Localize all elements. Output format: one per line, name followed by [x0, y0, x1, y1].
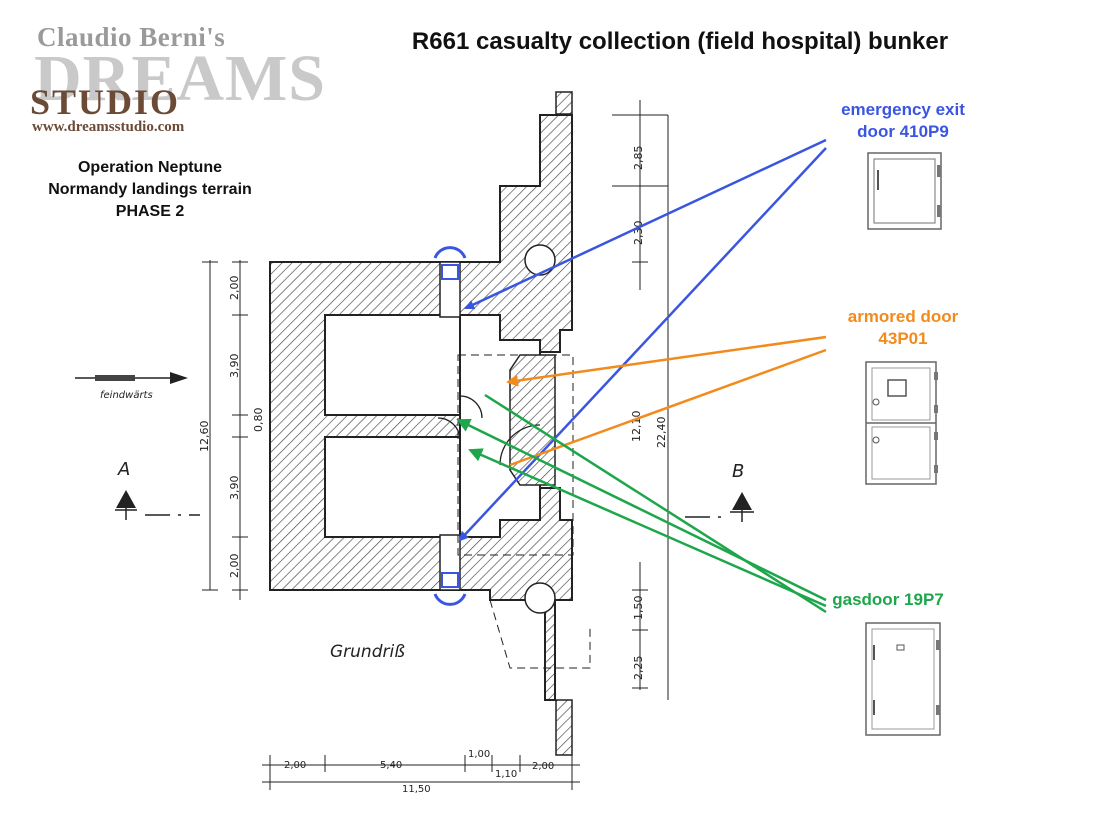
section-marker-b: B: [685, 461, 754, 522]
callout-armored-door-line-1: armored door: [847, 307, 959, 326]
logo-brand-bottom: STUDIO: [30, 82, 181, 122]
bunker-walls: [269, 91, 591, 756]
section-label-b: B: [732, 461, 744, 482]
dim-right-total-1: 12,10: [630, 411, 643, 443]
info-block: Operation Neptune Normandy landings terr…: [0, 157, 300, 223]
dimension-lines-left: [202, 260, 248, 600]
callout-armored-door: armored door 43P01: [818, 306, 988, 350]
gasdoor-icon: [865, 622, 941, 736]
armored-door-icon: [865, 361, 938, 485]
callout-emergency-exit-line-1: emergency exit: [841, 100, 965, 119]
callout-emergency-exit-line-2: door 410P9: [857, 122, 949, 141]
dim-right-4: 2,25: [632, 656, 645, 681]
info-line-2: Normandy landings terrain: [48, 181, 252, 198]
info-line-3: PHASE 2: [115, 203, 185, 220]
emergency-exit-symbols: [433, 246, 467, 606]
logo-url: www.dreamsstudio.com: [32, 119, 185, 135]
enemy-direction-arrow: feindwärts: [75, 372, 188, 401]
dimension-lines-bottom: [262, 755, 580, 790]
dim-bottom-1: 2,00: [284, 760, 306, 771]
dim-right-1: 2,85: [632, 146, 645, 171]
callout-emergency-exit: emergency exit door 410P9: [818, 99, 988, 143]
gasdoor-arrows: [456, 393, 827, 614]
plan-caption: Grundriß: [330, 642, 405, 662]
dimension-labels-bottom: 2,00 5,40 1,00 1,10 2,00 11,50: [284, 749, 554, 795]
dim-left-5: 2,00: [228, 554, 241, 579]
page-title: R661 casualty collection (field hospital…: [411, 28, 949, 55]
callout-armored-door-line-2: 43P01: [878, 329, 928, 348]
arrow-label: feindwärts: [100, 390, 153, 401]
logo-author: Claudio Berni's: [37, 22, 226, 52]
dim-bottom-5: 2,00: [532, 761, 554, 772]
dim-right-total-2: 22,40: [655, 417, 668, 449]
dim-left-total: 12,60: [198, 421, 211, 453]
emergency-exit-arrows: [458, 138, 827, 542]
emergency-exit-door-icon: [867, 152, 942, 230]
dim-left-4: 3,90: [228, 476, 241, 501]
dim-bottom-3: 1,00: [468, 749, 490, 760]
callout-gasdoor: gasdoor 19P7: [818, 589, 958, 611]
dim-bottom-2: 5,40: [380, 760, 402, 771]
dimension-labels-left: 2,00 3,90 0,80 3,90 2,00 12,60: [198, 276, 265, 579]
dim-bottom-total: 11,50: [402, 784, 431, 795]
section-marker-a: A: [115, 459, 200, 520]
section-label-a: A: [117, 459, 130, 480]
dim-left-2: 3,90: [228, 354, 241, 379]
dim-left-1: 2,00: [228, 276, 241, 301]
dimension-labels-right: 2,85 2,30 1,50 2,25 12,10 22,40: [630, 146, 668, 681]
dim-right-3: 1,50: [632, 596, 645, 621]
callout-gasdoor-line-1: gasdoor 19P7: [832, 590, 944, 609]
logo-brand-top: DREAMS: [34, 42, 327, 115]
dim-left-3: 0,80: [252, 408, 265, 433]
logo: Claudio Berni's DREAMS STUDIO www.dreams…: [12, 18, 325, 143]
info-line-1: Operation Neptune: [77, 159, 222, 176]
dim-bottom-4: 1,10: [495, 769, 517, 780]
